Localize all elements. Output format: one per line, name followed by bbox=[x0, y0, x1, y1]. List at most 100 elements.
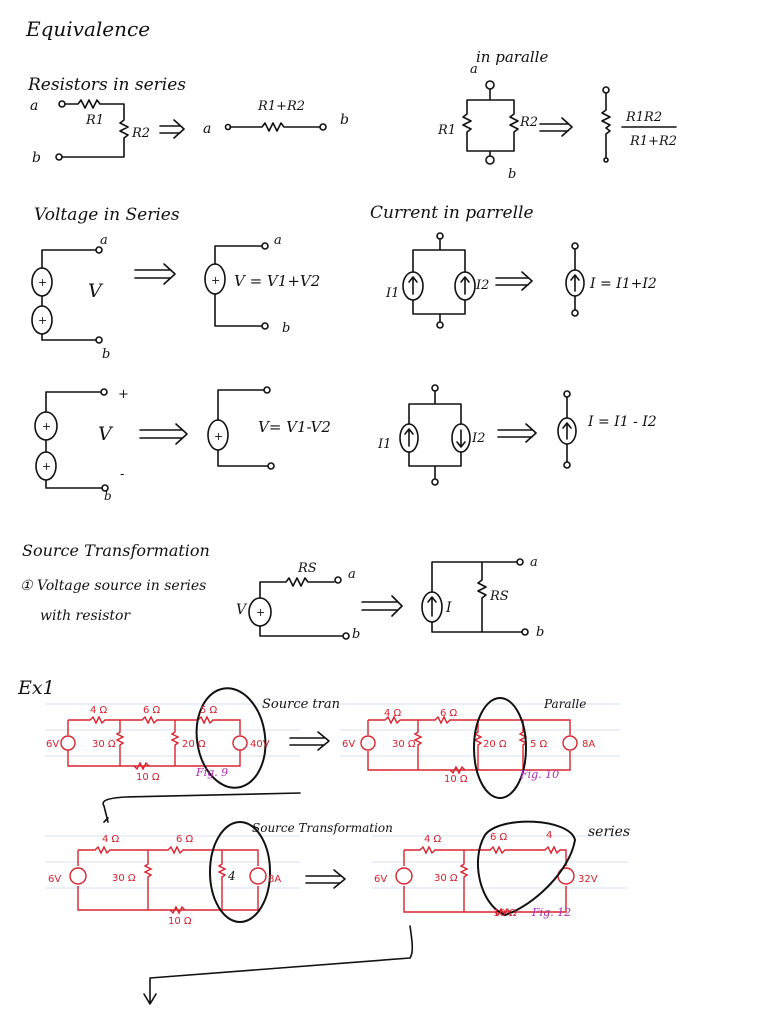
terminal-a: a bbox=[30, 98, 38, 114]
st-i-label: I bbox=[445, 600, 452, 616]
st-eq-terminal-a: a bbox=[530, 555, 538, 570]
source1-plus: + bbox=[38, 276, 47, 289]
figure-12 bbox=[372, 820, 628, 917]
fig10-a8-label: 8A bbox=[582, 739, 595, 750]
flow-arrow-1 bbox=[102, 792, 301, 823]
diff-terminal-b: b bbox=[104, 489, 112, 503]
fig11-r10-label: 10 Ω bbox=[168, 916, 192, 927]
fig11-r30-label: 30 Ω bbox=[112, 873, 136, 884]
diff-source1-plus: + bbox=[42, 420, 51, 433]
current-i2-label: I2 bbox=[475, 278, 489, 293]
label-r1: R1 bbox=[85, 113, 104, 128]
st-v-label: V bbox=[236, 602, 248, 618]
diff-eq-source-plus: + bbox=[214, 430, 223, 443]
voltage-difference-equation: V= V1-V2 bbox=[258, 418, 331, 436]
st-source-plus: + bbox=[256, 606, 265, 619]
fig12-four-label: 4 bbox=[546, 830, 552, 841]
eq-terminal-b: b bbox=[340, 112, 349, 128]
diff-plus-sign: + bbox=[118, 387, 129, 402]
diff-i1-label: I1 bbox=[377, 437, 391, 452]
parallel-resistors-heading: in paralle bbox=[476, 48, 548, 66]
fig10-v6-label: 6V bbox=[342, 739, 355, 750]
figure-10 bbox=[340, 697, 620, 799]
voltage-sum-equation: V = V1+V2 bbox=[234, 272, 320, 290]
implies-arrow bbox=[159, 119, 185, 139]
fig9-v6-label: 6V bbox=[46, 739, 59, 750]
parallel-r1-label: R1 bbox=[437, 123, 456, 138]
fig12-r30-label: 30 Ω bbox=[434, 873, 458, 884]
parallel-terminal-b: b bbox=[508, 167, 516, 182]
flow-arrow-2 bbox=[143, 925, 414, 1005]
figure-11 bbox=[45, 821, 346, 923]
st-eq-rs-label: RS bbox=[489, 589, 509, 604]
parallel-terminal-a: a bbox=[470, 62, 478, 77]
fig9-r20-label: 20 Ω bbox=[182, 739, 206, 750]
series-resistors-heading: Resistors in series bbox=[27, 75, 186, 95]
fig12-r6-label: 6 Ω bbox=[490, 832, 508, 843]
voltage-terminal-b: b bbox=[102, 347, 110, 362]
voltage-series-heading: Voltage in Series bbox=[34, 205, 180, 225]
st-terminal-b: b bbox=[352, 627, 360, 642]
source-transformation-item2: with resistor bbox=[40, 608, 131, 624]
example-label: Ex1 bbox=[17, 677, 55, 699]
parallel-r2-label: R2 bbox=[519, 115, 538, 130]
source-transformation-heading: Source Transformation bbox=[22, 541, 210, 560]
voltage-eq-terminal-b: b bbox=[282, 321, 290, 336]
fig11-four-label: 4 bbox=[227, 869, 236, 883]
diff-minus-sign: - bbox=[120, 467, 124, 482]
note-source-transformation: Source Transformation bbox=[252, 821, 393, 835]
fig10-r30-label: 30 Ω bbox=[392, 739, 416, 750]
fig11-a8-label: 8A bbox=[268, 874, 281, 885]
voltage-difference-circuit bbox=[34, 386, 275, 492]
source-transformation-item: ① Voltage source in series bbox=[20, 578, 206, 594]
fig12-v32-label: 32V bbox=[578, 874, 598, 885]
fig9-r5-label: 5 Ω bbox=[200, 705, 218, 716]
fig10-r5-label: 5 Ω bbox=[530, 739, 548, 750]
st-eq-terminal-b: b bbox=[536, 625, 544, 640]
parallel-resistor-circuit bbox=[462, 80, 677, 165]
fig10-r10-label: 10 Ω bbox=[444, 774, 468, 785]
series-resistor-circuit bbox=[55, 99, 129, 161]
fig11-r6-label: 6 Ω bbox=[176, 834, 194, 845]
fig10-r6-label: 6 Ω bbox=[440, 708, 458, 719]
page-title: Equivalence bbox=[25, 17, 150, 41]
current-parallel-circuit bbox=[402, 232, 585, 329]
label-r2: R2 bbox=[131, 126, 150, 141]
voltage-terminal-a: a bbox=[100, 233, 108, 248]
diff-i2-label: I2 bbox=[471, 431, 485, 446]
voltage-series-circuit bbox=[31, 242, 269, 344]
series-equivalent-resistor bbox=[224, 122, 327, 132]
fig12-caption: Fig. 12 bbox=[531, 906, 571, 919]
current-parallel-heading: Current in parrelle bbox=[370, 203, 534, 223]
fig9-r10-label: 10 Ω bbox=[136, 772, 160, 783]
fig12-r4-label: 4 Ω bbox=[424, 834, 442, 845]
note-series: series bbox=[588, 824, 630, 840]
voltage-eq-terminal-a: a bbox=[274, 233, 282, 248]
current-difference-equation: I = I1 - I2 bbox=[587, 414, 657, 430]
current-difference-circuit bbox=[399, 384, 577, 486]
note-paralle: Paralle bbox=[543, 697, 586, 711]
eq-source-plus: + bbox=[211, 274, 220, 287]
fig11-r4-label: 4 Ω bbox=[102, 834, 120, 845]
fig12-r10-label: 10 Ω bbox=[493, 908, 517, 919]
figure-9 bbox=[45, 687, 330, 789]
st-rs-label: RS bbox=[297, 561, 317, 576]
fig9-v40-label: 40V bbox=[250, 739, 270, 750]
diff-v-label: V bbox=[98, 423, 114, 445]
parallel-eq-numerator: R1R2 bbox=[625, 110, 662, 125]
fig9-r30-label: 30 Ω bbox=[92, 739, 116, 750]
source-transformation-circuit bbox=[248, 558, 529, 640]
parallel-eq-denominator: R1+R2 bbox=[629, 134, 677, 149]
fig9-r6-label: 6 Ω bbox=[143, 705, 161, 716]
fig10-caption: Fig. 10 bbox=[519, 768, 559, 781]
series-eq-label: R1+R2 bbox=[257, 99, 305, 114]
current-sum-equation: I = I1+I2 bbox=[589, 276, 657, 292]
eq-terminal-a: a bbox=[203, 121, 211, 137]
note-source-tran: Source tran bbox=[262, 697, 340, 712]
fig9-r4-label: 4 Ω bbox=[90, 705, 108, 716]
fig11-v6-label: 6V bbox=[48, 874, 61, 885]
current-i1-label: I1 bbox=[385, 286, 399, 301]
fig10-r20-label: 20 Ω bbox=[483, 739, 507, 750]
fig9-caption: Fig. 9 bbox=[195, 766, 228, 779]
